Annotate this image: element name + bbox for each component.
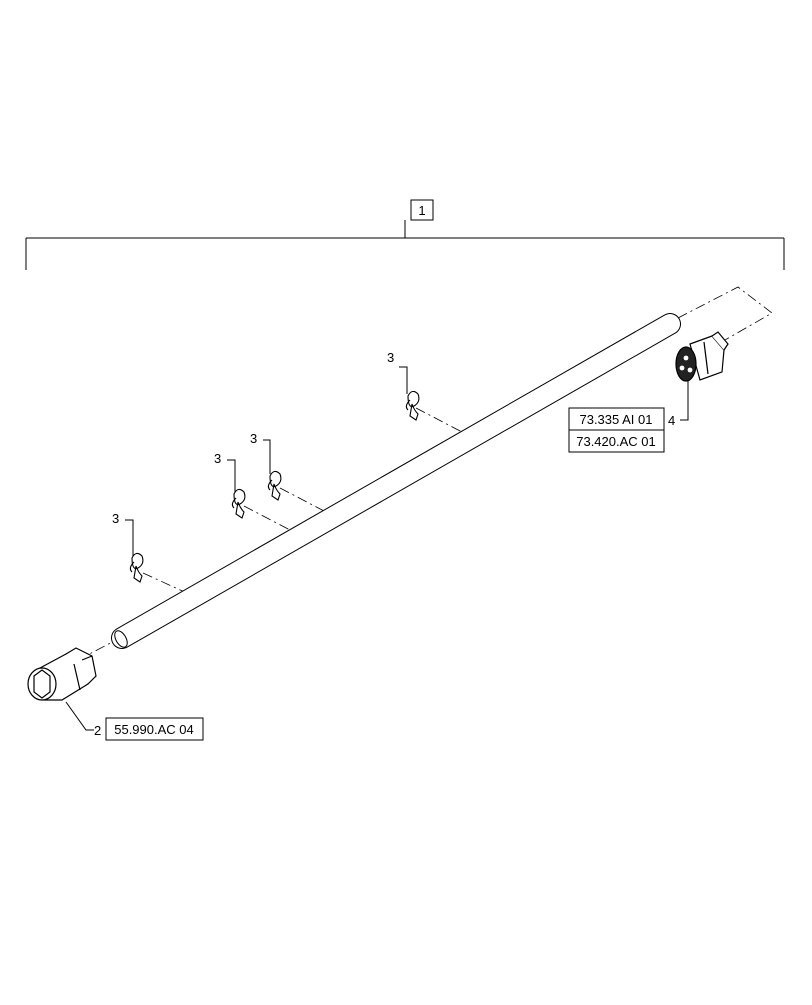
assembly-callout-number: 1 (418, 203, 425, 218)
clip-callout-number: 3 (112, 511, 119, 526)
hose-tube (111, 313, 681, 649)
right-connector-callout-number: 4 (668, 413, 675, 428)
right-connector (675, 331, 729, 382)
clip-part (267, 470, 282, 501)
left-connector-callout-number: 2 (94, 723, 101, 738)
centerlines (77, 286, 773, 661)
right-connector-ref-1: 73.335 AI 01 (579, 412, 652, 427)
clip-callout-number: 3 (387, 350, 394, 365)
assembly-callout-box (410, 199, 434, 221)
clip-part (405, 390, 420, 421)
clip-leaders (125, 366, 408, 556)
clip-callout-number: 3 (250, 431, 257, 446)
clip-part (231, 488, 246, 519)
clip-part (129, 552, 144, 583)
left-connector-ref-box (105, 717, 204, 741)
left-connector-leader (65, 701, 94, 731)
tube-end-opening (114, 630, 128, 648)
clip-callout-number: 3 (214, 451, 221, 466)
right-connector-leader (680, 380, 689, 421)
left-connector (27, 647, 97, 701)
assembly-bracket (25, 220, 785, 270)
left-connector-ref: 55.990.AC 04 (114, 722, 194, 737)
right-connector-ref-2: 73.420.AC 01 (576, 434, 656, 449)
right-connector-ref-box-2 (568, 429, 665, 453)
